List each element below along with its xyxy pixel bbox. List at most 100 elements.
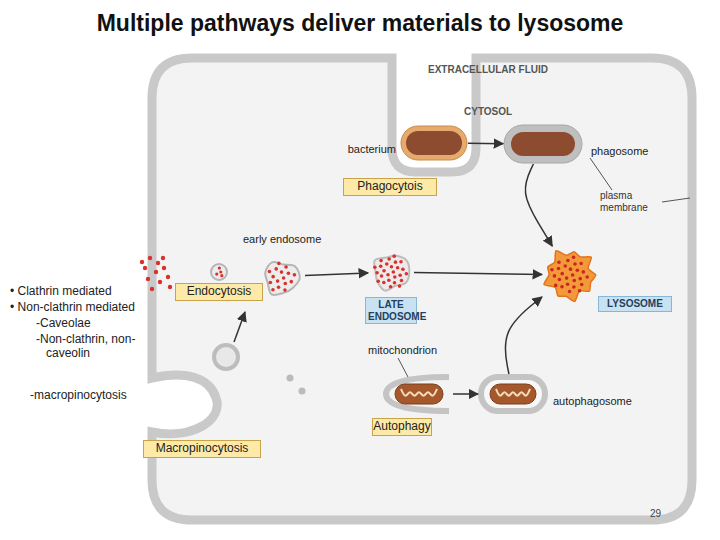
- cargo-dot: [558, 278, 562, 282]
- bullet-item: • Non-clathrin mediated: [10, 301, 170, 315]
- pathway-tag: Phagocytois: [343, 178, 437, 196]
- cargo-dot: [405, 272, 409, 276]
- cargo-dot: [218, 266, 221, 269]
- cargo-dot: [560, 272, 564, 276]
- cargo-dot: [578, 289, 582, 293]
- cargo-dot: [580, 283, 584, 287]
- cargo-dot: [563, 264, 567, 268]
- cargo-dot: [572, 279, 576, 283]
- cargo-dots: [140, 256, 172, 291]
- cargo-dot: [557, 267, 561, 271]
- leader-line: [398, 358, 408, 377]
- cargo-dot: [550, 268, 554, 272]
- cargo-dot: [579, 262, 583, 266]
- organelle-label: LATE ENDOSOME: [365, 297, 417, 324]
- cargo-dot: [283, 288, 287, 292]
- bacterium-body: [511, 132, 575, 156]
- cargo-dot: [271, 275, 275, 279]
- pathway-arrow: [505, 297, 542, 374]
- cargo-dot: [393, 275, 397, 279]
- leader-line: [662, 198, 690, 202]
- small-vesicle: [287, 375, 294, 382]
- cargo-dot: [382, 281, 386, 285]
- cargo-dot: [386, 273, 390, 277]
- pathway-tag: Macropinocytosis: [143, 440, 261, 458]
- pathway-arrow: [525, 164, 552, 246]
- organelle-name: phagosome: [591, 145, 661, 158]
- cargo-dot: [282, 276, 286, 280]
- cargo-dot: [392, 270, 396, 274]
- endosome-blob: [265, 262, 300, 295]
- lysosome-shape: [542, 246, 598, 304]
- phagophore: [386, 377, 449, 411]
- pathway-arrow: [453, 393, 478, 395]
- organelle-name: autophagosome: [553, 395, 643, 408]
- leader-line: [590, 158, 612, 190]
- pathway-name: Endocytosis: [187, 285, 252, 299]
- pathway-name: Macropinocytosis: [156, 442, 249, 456]
- cargo-dot: [373, 265, 377, 269]
- organelle-name: early endosome: [243, 233, 333, 246]
- cargo-dot: [400, 279, 404, 283]
- bullet-item: • Clathrin mediated: [10, 285, 170, 299]
- autophagosome-shape: autophagosome: [478, 374, 548, 414]
- cargo-dot: [283, 282, 287, 286]
- cargo-dot: [220, 274, 223, 277]
- mitochondrion-body: [395, 384, 443, 404]
- cristae: [401, 389, 437, 396]
- cargo-dot: [385, 262, 389, 266]
- cargo-dot: [560, 285, 564, 289]
- late-endosome-shape: LATE ENDOSOME: [368, 252, 414, 292]
- phagosome-shape: phagosome: [503, 124, 583, 164]
- cargo-dot: [401, 267, 405, 271]
- sub-item: -macropinocytosis: [30, 389, 160, 403]
- lysosome-blob: [544, 251, 596, 302]
- sub-item: -Caveolae: [36, 317, 156, 331]
- cargo-dot: [268, 270, 272, 274]
- cargo-dot: [566, 259, 570, 263]
- cristae: [496, 389, 530, 396]
- pathway-tag: Endocytosis: [175, 283, 263, 301]
- cargo-dot: [271, 288, 275, 292]
- mitochondrion-shape: [383, 374, 453, 414]
- cargo-dot: [566, 282, 570, 286]
- cargo-dot: [276, 279, 280, 283]
- region-label: CYTOSOL: [464, 106, 544, 118]
- small-vesicle: [299, 388, 306, 395]
- endosome-blob: [374, 256, 409, 291]
- cargo-dot: [578, 277, 582, 281]
- mitochondrion-shape: mitochondrion: [383, 374, 453, 414]
- cargo-dot: [398, 284, 402, 288]
- cargo-dot: [379, 264, 383, 268]
- cargo-dot: [287, 271, 291, 275]
- cargo-dot: [557, 260, 561, 264]
- lysosome-shape: LYSOSOME: [542, 246, 598, 304]
- cargo-dot: [565, 276, 569, 280]
- cargo-dot: [554, 284, 558, 288]
- cargo-dot: [280, 270, 284, 274]
- vesicle-arrow: [234, 312, 245, 342]
- cargo-dot: [582, 270, 586, 274]
- cargo-dot: [382, 269, 386, 273]
- cargo-dot: [387, 278, 391, 282]
- cargo-dot: [277, 262, 281, 266]
- bacterium-wall: [401, 126, 467, 160]
- cargo-dot: [568, 290, 572, 294]
- cargo-dot: [569, 267, 573, 271]
- autophagosome-shape: [478, 374, 548, 414]
- cargo-dot: [394, 260, 398, 264]
- membrane-label: plasma membrane: [600, 190, 664, 213]
- organelle-label: LYSOSOME: [598, 296, 672, 312]
- late-endosome-shape: [368, 252, 414, 292]
- cargo-dot: [576, 268, 580, 272]
- pathway-tag: Autophagy: [372, 418, 432, 436]
- cargo-dot: [379, 259, 383, 263]
- cargo-dot: [396, 266, 400, 270]
- cargo-dot: [375, 271, 379, 275]
- phagosome-shape: [503, 124, 583, 164]
- pathway-arrow: [468, 143, 503, 145]
- cargo-dot: [387, 257, 391, 261]
